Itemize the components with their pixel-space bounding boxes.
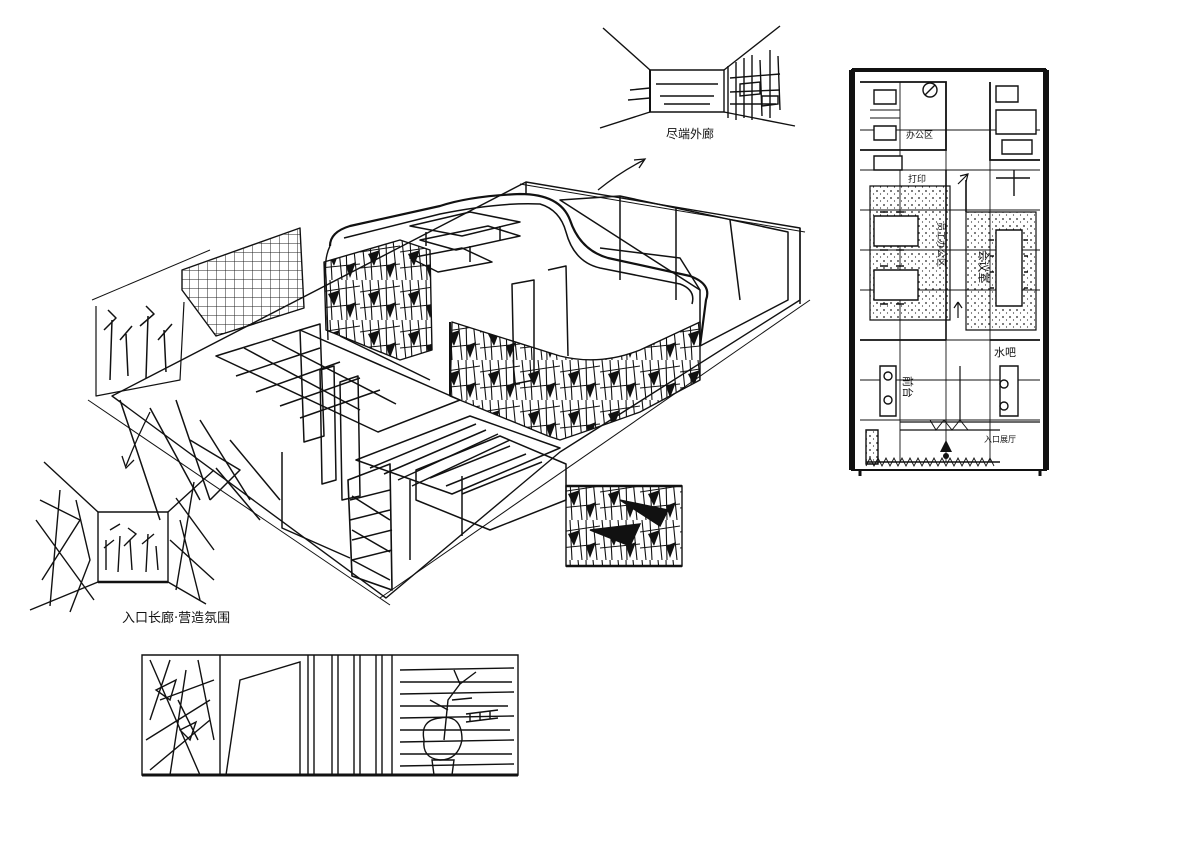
entrance-sketch-label: 入口长廊·营造氛围 bbox=[122, 610, 230, 626]
screen-pattern-detail bbox=[566, 486, 682, 566]
corridor-perspective-sketch bbox=[600, 26, 795, 128]
plan-label-staff-office: 员工办公区 bbox=[935, 222, 947, 267]
arrow-icon bbox=[598, 159, 645, 190]
plan-label-reception: 前台 bbox=[901, 376, 915, 398]
arrow-icon bbox=[122, 412, 150, 468]
entrance-arrow-icon bbox=[940, 440, 952, 459]
floor-plan bbox=[852, 70, 1046, 476]
plan-label-print: 打印 bbox=[908, 173, 926, 185]
main-isometric-sketch bbox=[88, 182, 810, 605]
elevation-drawing bbox=[142, 655, 518, 775]
entrance-corridor-sketch bbox=[30, 462, 214, 612]
plan-label-office: 办公区 bbox=[906, 129, 933, 141]
plan-label-entrance-lobby: 入口展厅 bbox=[984, 435, 1016, 444]
corridor-sketch-label: 尽端外廊 bbox=[666, 126, 714, 141]
plan-label-water-bar: 水吧 bbox=[994, 346, 1016, 359]
plan-label-meeting: 会议室 bbox=[977, 250, 991, 283]
